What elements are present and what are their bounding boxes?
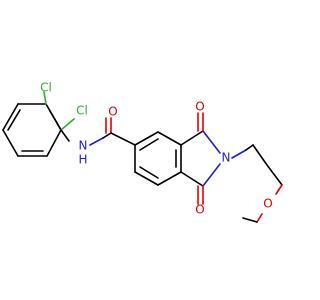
bond [157,131,182,146]
bond [180,171,204,187]
atom-oxygen-methoxy: O [263,197,272,211]
bond [180,130,204,146]
atom-nitrogen-imide: N [222,151,231,165]
bond [134,171,159,186]
bond [7,109,21,131]
bond-propyl-3 [266,164,283,186]
bond-c-cl-top [43,91,47,105]
bond [139,138,159,151]
atom-oxygen-imide-bottom: O [195,203,204,217]
isoindoline-benzene-ring [134,131,182,186]
bond-carbonyl-ring [110,132,136,146]
bond [202,163,221,187]
bond-ring-nh [60,129,70,142]
bond-nh-carbonyl [89,137,104,146]
bond-methyl [242,217,258,223]
chemical-structure-diagram: Cl Cl N H O O N O O [2,81,283,223]
bond-propyl-1 [245,144,254,151]
bond [2,129,19,157]
bond [157,171,182,186]
bond [49,110,62,131]
bond [202,130,221,154]
bond [46,129,62,157]
bond-c-cl-mid [60,118,75,131]
atom-hydrogen-amide: H [78,153,87,167]
atom-oxygen-imide-top: O [195,100,204,114]
bond-nh-carbonyl-c [102,132,112,139]
bond [2,103,19,131]
dichlorophenyl-ring [2,103,62,157]
bond-propyl-2 [252,144,268,166]
bond-n-propyl [231,149,247,159]
imide-ring [180,130,221,187]
bond-c-o-methoxy [275,184,283,195]
atom-cl-middle: Cl [76,104,88,118]
bond [134,131,159,146]
atom-oxygen-amide: O [108,105,117,119]
atom-nitrogen-amide: N [79,139,88,153]
atom-cl-top: Cl [40,81,52,95]
bond [139,166,159,179]
bond-o-ch3 [256,213,263,223]
